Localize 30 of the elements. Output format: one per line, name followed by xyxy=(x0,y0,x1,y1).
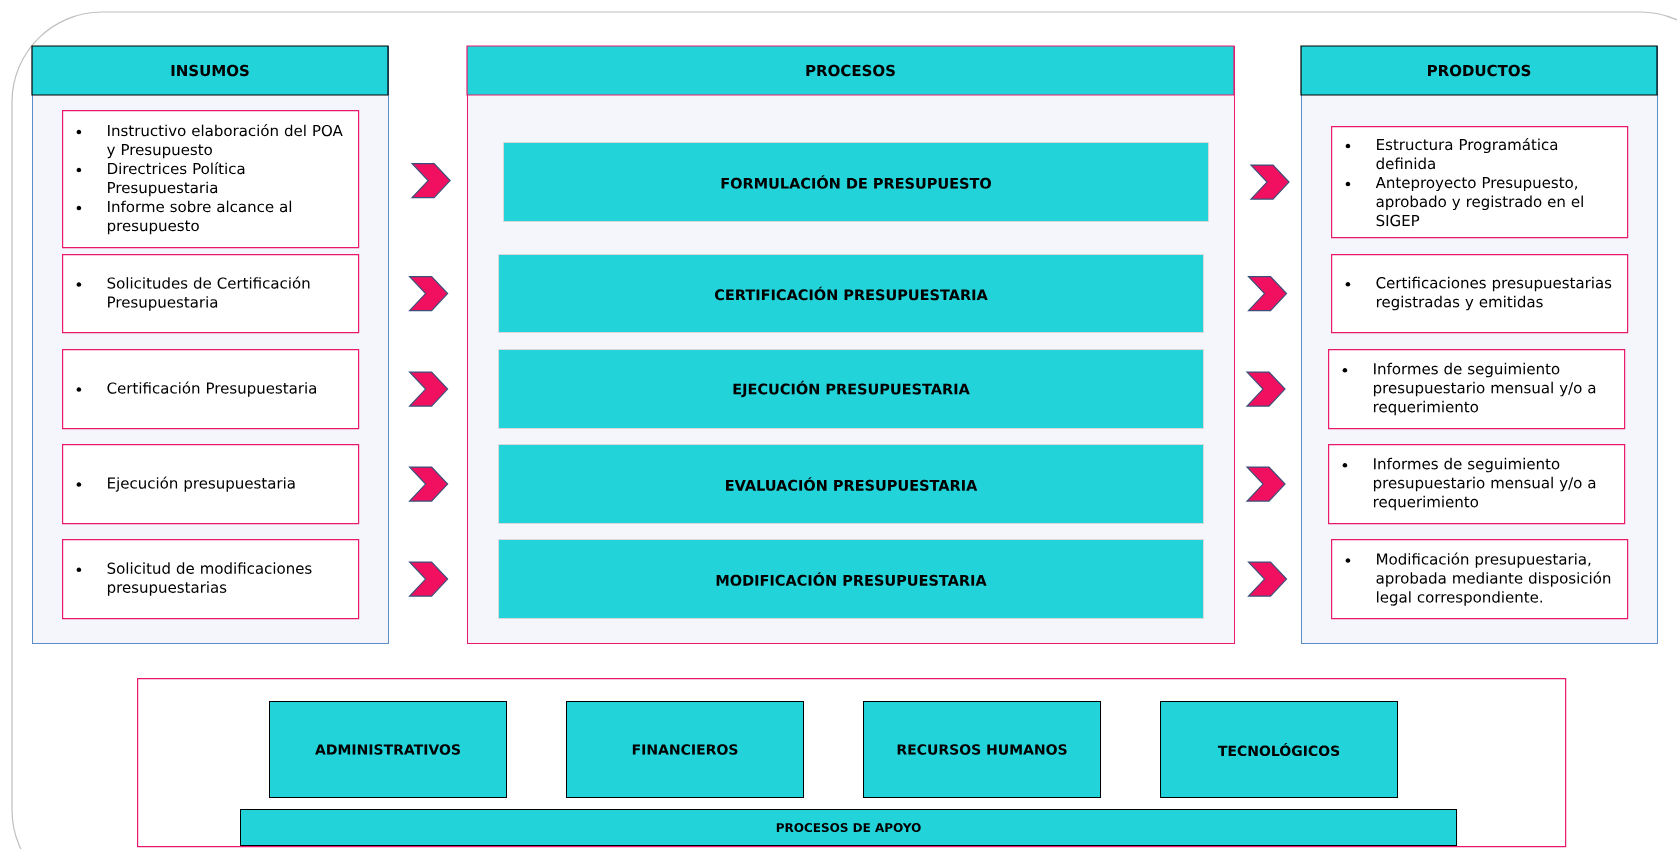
bullet-list-box: Certificación Presupuestaria xyxy=(62,349,360,430)
bullet-list-box: Informes de seguimiento presupuestario mensual y/o a requerimiento xyxy=(1328,444,1626,525)
bullet-list-box: Solicitud de modificaciones presupuestarias xyxy=(62,539,360,620)
support-box: RECURSOS HUMANOS xyxy=(863,701,1101,798)
bullet-list-box: Modificación presupuestaria, aprobada mediante disposición legal correspondiente. xyxy=(1331,539,1629,620)
process-box: MODIFICACIÓN PRESUPUESTARIA xyxy=(498,539,1204,619)
chevron-arrow xyxy=(410,162,451,199)
chevron-arrow xyxy=(408,561,449,597)
bullet-list-box: Informes de seguimiento presupuestario mensual y/o a requerimiento xyxy=(1328,349,1626,430)
chevron-arrow xyxy=(1247,561,1288,597)
chevron-arrow xyxy=(1245,371,1286,407)
support-box: ADMINISTRATIVOS xyxy=(269,701,507,798)
bullet-list-box: Ejecución presupuestaria xyxy=(62,444,360,525)
bullet-list-box: Estructura Programática definida Anteproyecto Presupuesto, aprobado y registrado en el SIGEP xyxy=(1331,126,1629,239)
banner-bar: PROCESOS DE APOYO xyxy=(240,809,1458,846)
chevron-arrow xyxy=(1249,164,1290,200)
bullet-list-box: Solicitudes de Certificación Presupuestaria xyxy=(62,254,360,334)
support-box: FINANCIEROS xyxy=(566,701,804,798)
support-box: TECNOLÓGICOS xyxy=(1160,701,1398,798)
bullet-list-box: Certificaciones presupuestarias registradas y emitidas xyxy=(1331,254,1629,334)
chevron-arrow xyxy=(408,371,449,407)
process-box: EJECUCIÓN PRESUPUESTARIA xyxy=(498,349,1204,429)
chevron-arrow xyxy=(1245,466,1286,502)
chevron-arrow xyxy=(408,275,449,312)
chevron-arrow xyxy=(1247,275,1288,312)
process-box: EVALUACIÓN PRESUPUESTARIA xyxy=(498,444,1204,524)
process-box: CERTIFICACIÓN PRESUPUESTARIA xyxy=(498,254,1204,333)
process-box: FORMULACIÓN DE PRESUPUESTO xyxy=(503,142,1209,222)
chevron-arrow xyxy=(408,466,449,502)
bullet-list-box: Instructivo elaboración del POA y Presupuesto Directrices Política Presupuestaria Informe sobre alcance al presupuesto xyxy=(62,110,360,249)
